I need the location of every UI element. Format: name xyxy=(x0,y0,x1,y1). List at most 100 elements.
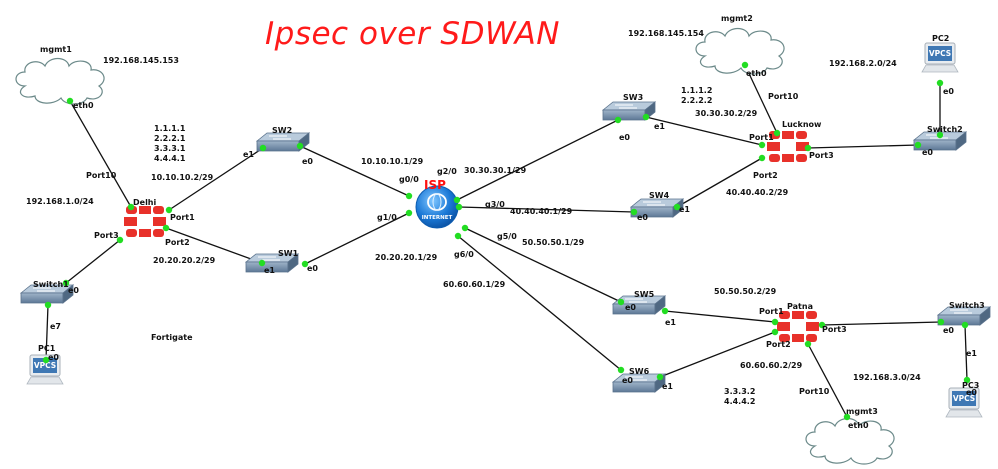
port-dot-sw1-isp-b[interactable] xyxy=(405,209,413,217)
link-mgmt1-delhi[interactable] xyxy=(69,100,132,208)
port-dot-delhi-switch1-a[interactable] xyxy=(116,236,124,244)
pc3-e0-label: e0 xyxy=(966,388,977,397)
link-sw1-isp[interactable] xyxy=(304,212,410,265)
port-dot-sw3-lucknow-a[interactable] xyxy=(642,113,650,121)
link-sw2-isp[interactable] xyxy=(299,145,410,197)
delhi-loopback-3: 3.3.3.1 xyxy=(154,144,186,153)
lucknow-label: Lucknow xyxy=(782,120,822,129)
lucknow-loopback-1: 1.1.1.2 xyxy=(681,86,713,95)
link-lucknow-switch2[interactable] xyxy=(807,144,919,149)
port-dot-sw6-patna-b[interactable] xyxy=(771,328,779,336)
port-dot-isp-sw6-b[interactable] xyxy=(617,366,625,374)
port-dot-switch3-pc3-b[interactable] xyxy=(963,376,971,384)
port-dot-isp-sw5-b[interactable] xyxy=(617,298,625,306)
sw5-label: SW5 xyxy=(634,290,655,299)
lucknow-port3-label: Port3 xyxy=(809,151,834,160)
isp-sw5-subnet: 50.50.50.1/29 xyxy=(522,238,585,247)
port-dot-isp-sw5-a[interactable] xyxy=(461,224,469,232)
link-delhi-sw1[interactable] xyxy=(165,227,263,264)
pc3-label: PC3 xyxy=(962,381,980,390)
port-dot-sw1-isp-a[interactable] xyxy=(301,260,309,268)
port-dot-delhi-sw2-a[interactable] xyxy=(165,206,173,214)
link-sw5-patna[interactable] xyxy=(664,310,776,323)
port-dot-delhi-switch1-b[interactable] xyxy=(62,279,70,287)
link-patna-switch3[interactable] xyxy=(821,321,942,326)
delhi-port10-label: Port10 xyxy=(86,171,117,180)
port-dot-isp-sw3-a[interactable] xyxy=(453,196,461,204)
port-dot-delhi-sw2-b[interactable] xyxy=(259,144,267,152)
port-dot-isp-sw3-b[interactable] xyxy=(614,116,622,124)
lucknow-port10-label: Port10 xyxy=(768,92,799,101)
port-dot-delhi-sw1-b[interactable] xyxy=(258,259,266,267)
port-dot-patna-switch3-b[interactable] xyxy=(937,318,945,326)
link-sw4-lucknow[interactable] xyxy=(676,157,763,208)
delhi-loopback-4: 4.4.4.1 xyxy=(154,154,186,163)
sw2-label: SW2 xyxy=(272,126,293,135)
link-isp-sw6[interactable] xyxy=(457,235,622,371)
delhi-port1-label: Port1 xyxy=(170,213,195,222)
link-switch3-pc3[interactable] xyxy=(964,324,968,381)
port-dot-switch3-pc3-a[interactable] xyxy=(961,321,969,329)
isp-internet-icon[interactable]: INTERNET xyxy=(415,185,459,229)
port-dot-sw6-patna-a[interactable] xyxy=(656,373,664,381)
port-dot-isp-sw6-a[interactable] xyxy=(454,232,462,240)
port-dot-isp-sw4-a[interactable] xyxy=(455,203,463,211)
port-dot-isp-sw4-b[interactable] xyxy=(630,208,638,216)
port-dot-switch2-pc2-b[interactable] xyxy=(936,131,944,139)
port-dots-layer xyxy=(42,61,971,421)
mgmt2-cloud-icon[interactable] xyxy=(695,27,785,75)
delhi-fortigate-icon[interactable] xyxy=(124,206,166,237)
port-dot-switch1-pc1-b[interactable] xyxy=(42,356,50,364)
internet-icon-text: INTERNET xyxy=(422,215,453,221)
mgmt1-cloud-icon[interactable] xyxy=(15,57,105,105)
port-dot-sw5-patna-b[interactable] xyxy=(771,318,779,326)
port-dot-patna-switch3-a[interactable] xyxy=(818,321,826,329)
port-dot-mgmt1-delhi-b[interactable] xyxy=(127,203,135,211)
sw4-e0-label: e0 xyxy=(637,213,648,222)
sw6-label: SW6 xyxy=(629,367,650,376)
mgmt3-label: mgmt3 xyxy=(846,407,878,416)
lucknow-sw4-subnet: 40.40.40.2/29 xyxy=(726,188,789,197)
port-dot-patna-mgmt3-b[interactable] xyxy=(843,413,851,421)
port-dot-switch1-pc1-a[interactable] xyxy=(44,301,52,309)
mgmt2-eth0-label: eth0 xyxy=(746,69,767,78)
port-dot-sw5-patna-a[interactable] xyxy=(661,307,669,315)
fortigate-note: Fortigate xyxy=(151,333,193,342)
link-isp-sw5[interactable] xyxy=(464,227,622,303)
port-dot-switch2-pc2-a[interactable] xyxy=(936,79,944,87)
delhi-label: Delhi xyxy=(133,198,157,207)
pc1-label: PC1 xyxy=(38,344,56,353)
port-dot-lucknow-switch2-b[interactable] xyxy=(914,141,922,149)
sw1-e0-label: e0 xyxy=(307,264,318,273)
port-dot-mgmt2-lucknow-b[interactable] xyxy=(773,129,781,137)
sw3-e0-label: e0 xyxy=(619,133,630,142)
port-dot-sw4-lucknow-a[interactable] xyxy=(673,203,681,211)
sw2-e0-label: e0 xyxy=(302,157,313,166)
link-patna-mgmt3[interactable] xyxy=(807,343,848,418)
link-switch1-pc1[interactable] xyxy=(45,304,49,361)
pc3-vpcs-icon[interactable]: VPCS xyxy=(945,387,983,418)
pc1-vpcs-icon[interactable]: VPCS xyxy=(26,354,64,385)
port-dot-sw2-isp-a[interactable] xyxy=(296,142,304,150)
port-dot-sw4-lucknow-b[interactable] xyxy=(758,154,766,162)
link-isp-sw4[interactable] xyxy=(458,206,635,213)
link-mgmt2-lucknow[interactable] xyxy=(744,64,778,134)
link-delhi-sw2[interactable] xyxy=(168,147,264,211)
delhi-lan-subnet: 192.168.1.0/24 xyxy=(26,197,94,206)
delhi-port3-label: Port3 xyxy=(94,231,119,240)
link-sw3-lucknow[interactable] xyxy=(645,116,763,146)
sw1-label: SW1 xyxy=(278,249,299,258)
port-dot-sw2-isp-b[interactable] xyxy=(405,192,413,200)
link-delhi-switch1[interactable] xyxy=(65,239,121,284)
vpcs-icon-text: VPCS xyxy=(953,394,975,403)
link-sw6-patna[interactable] xyxy=(659,331,776,378)
port-dot-mgmt2-lucknow-a[interactable] xyxy=(741,61,749,69)
port-dot-delhi-sw1-a[interactable] xyxy=(162,224,170,232)
lucknow-port1-label: Port1 xyxy=(749,133,774,142)
port-dot-lucknow-switch2-a[interactable] xyxy=(804,144,812,152)
port-dot-mgmt1-delhi-a[interactable] xyxy=(66,97,74,105)
port-dot-patna-mgmt3-a[interactable] xyxy=(804,340,812,348)
pc2-vpcs-icon[interactable]: VPCS xyxy=(921,42,959,73)
port-dot-sw3-lucknow-b[interactable] xyxy=(758,141,766,149)
link-isp-sw3[interactable] xyxy=(456,119,619,201)
